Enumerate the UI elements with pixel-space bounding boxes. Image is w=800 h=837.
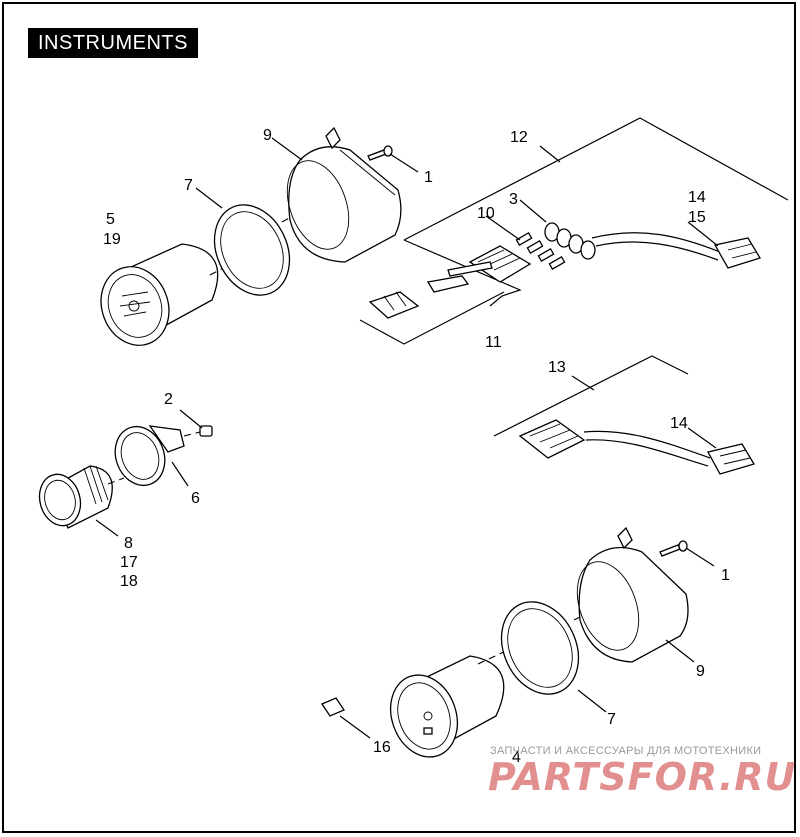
wire-seals-3 [544,222,596,260]
callout-7-lower: 7 [607,711,616,728]
callout-9-lower: 9 [696,663,705,680]
connector-housing-10 [468,245,532,283]
callout-9-upper: 9 [263,127,272,144]
callout-4: 4 [512,749,521,766]
gauge-lower [390,655,505,758]
callout-14-lower: 14 [670,415,688,432]
terminal-pins [515,232,566,270]
group-bracket-12-lower [403,239,522,307]
callout-14-upper: 14 [688,189,706,206]
callout-2: 2 [164,391,173,408]
mounting-clamp-6 [114,425,185,487]
callout-10: 10 [477,205,495,222]
watermark-brand: PARTSFOR.RU [488,755,796,799]
leader-lines [95,137,719,739]
bezel-ring-upper [213,204,291,296]
plug-16 [321,697,345,717]
callout-7-upper: 7 [184,177,193,194]
callout-13: 13 [548,359,566,376]
callout-19: 19 [103,231,121,248]
connector-lock-11 [368,261,493,319]
wire-harness-upper [591,232,761,269]
callout-12: 12 [510,129,528,146]
callout-6: 6 [191,490,200,507]
page-title: INSTRUMENTS [28,28,198,58]
callout-1-upper: 1 [424,169,433,186]
cup-housing-lower [576,526,689,663]
group-bracket-11 [359,291,505,345]
screw-upper [367,145,393,161]
watermark-tagline: ЗАПЧАСТИ И АКСЕССУАРЫ ДЛЯ МОТОТЕХНИКИ [490,745,761,757]
connector-housing-13 [518,419,586,459]
gauge-small [38,465,113,529]
callout-8: 8 [124,535,133,552]
group-bracket-12 [403,117,789,241]
callout-18: 18 [120,573,138,590]
callout-3: 3 [509,191,518,208]
callout-5: 5 [106,211,115,228]
wire-harness-lower [583,430,755,475]
callout-1-lower: 1 [721,567,730,584]
assembly-line [183,431,201,437]
callout-17: 17 [120,554,138,571]
gauge-upper [100,243,219,346]
cup-housing-upper [286,126,402,263]
assembly-line [107,477,125,485]
group-bracket-13 [493,355,689,437]
bezel-ring-lower [500,601,580,695]
callout-11: 11 [485,334,502,351]
callout-15: 15 [688,209,706,226]
nut-2 [199,425,213,437]
callout-16: 16 [373,739,391,756]
screw-lower [659,540,688,557]
